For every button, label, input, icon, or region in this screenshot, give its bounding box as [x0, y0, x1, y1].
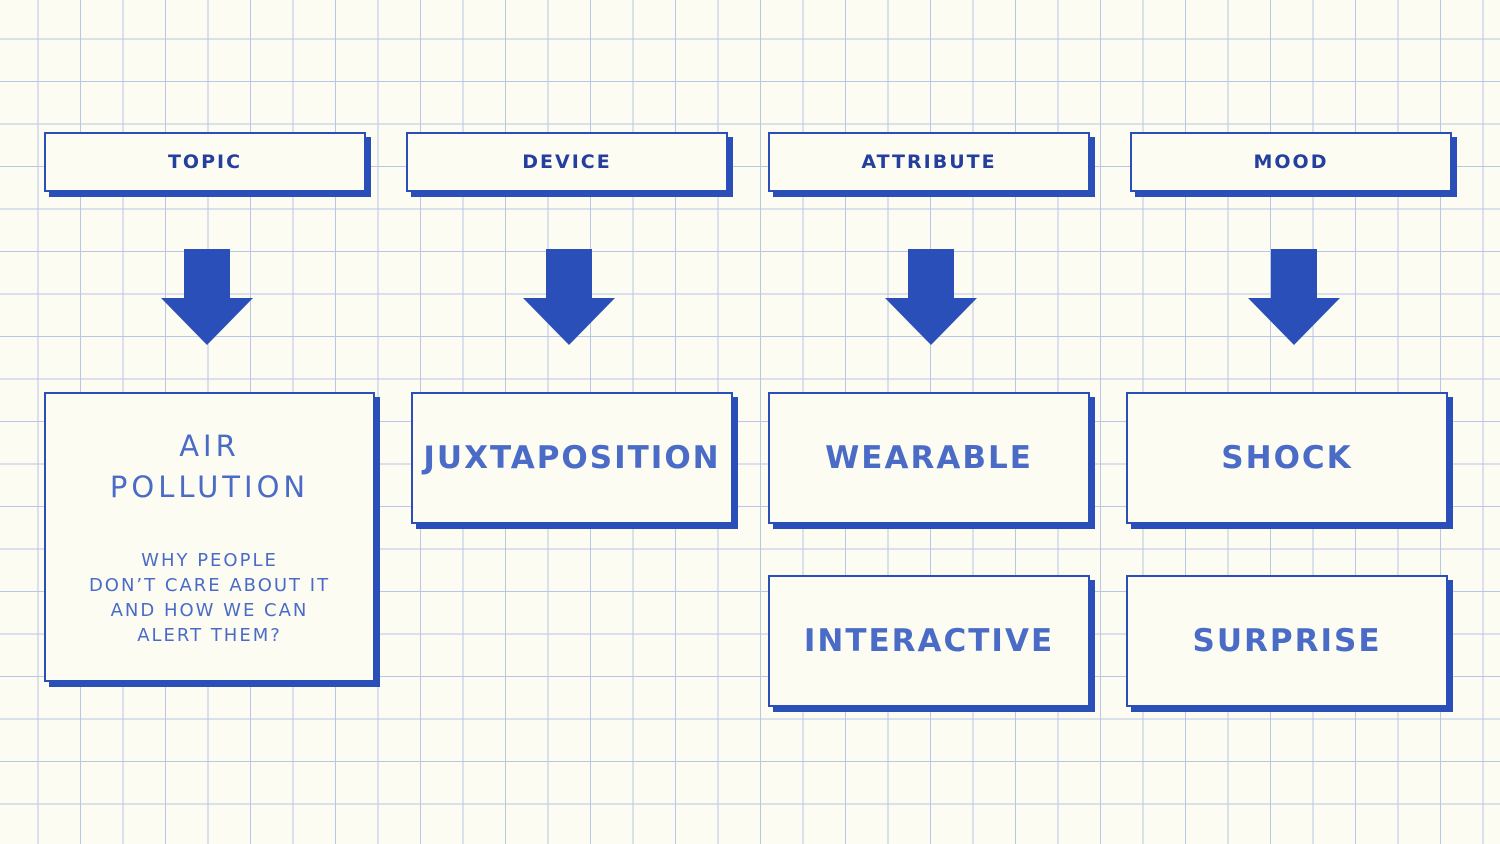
header-topic: TOPIC: [44, 132, 366, 192]
down-arrow-icon: [523, 249, 615, 345]
header-mood: MOOD: [1130, 132, 1452, 192]
header-device: DEVICE: [406, 132, 728, 192]
topic-box: AIR POLLUTION WHY PEOPLE DON’T CARE ABOU…: [44, 392, 375, 682]
header-attribute: ATTRIBUTE: [768, 132, 1090, 192]
mood-item-shock: SHOCK: [1126, 392, 1448, 524]
mood-item-surprise: SURPRISE: [1126, 575, 1448, 707]
header-attribute-label: ATTRIBUTE: [861, 151, 997, 173]
down-arrow-icon: [885, 249, 977, 345]
device-item-juxtaposition: JUXTAPOSITION: [411, 392, 733, 524]
attribute-item-interactive: INTERACTIVE: [768, 575, 1090, 707]
attribute-item-label: WEARABLE: [825, 440, 1033, 476]
down-arrow-icon: [161, 249, 253, 345]
down-arrow-icon: [1248, 249, 1340, 345]
attribute-item-label: INTERACTIVE: [803, 623, 1055, 659]
topic-title: AIR POLLUTION: [109, 429, 310, 504]
topic-subtitle: WHY PEOPLE DON’T CARE ABOUT IT AND HOW W…: [88, 550, 331, 646]
mood-item-label: SURPRISE: [1192, 623, 1382, 659]
device-item-label: JUXTAPOSITION: [423, 440, 721, 476]
attribute-item-wearable: WEARABLE: [768, 392, 1090, 524]
header-topic-label: TOPIC: [167, 151, 243, 173]
mood-item-label: SHOCK: [1221, 440, 1353, 476]
header-mood-label: MOOD: [1253, 151, 1329, 173]
header-device-label: DEVICE: [522, 151, 612, 173]
